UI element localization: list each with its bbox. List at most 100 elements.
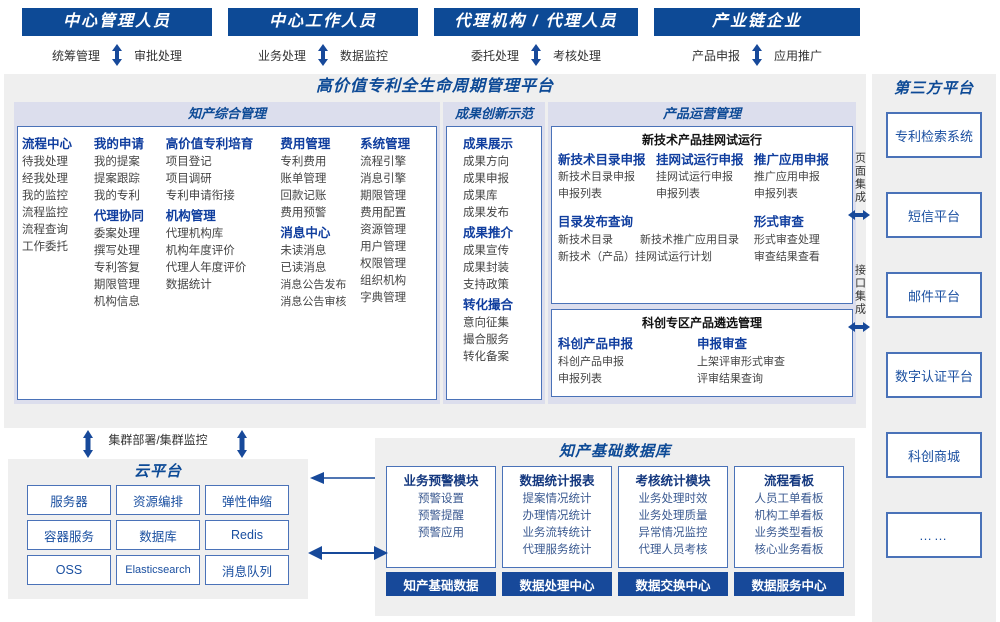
menu-group-header[interactable]: 高价值专利培育 [165,137,254,151]
third-party-item-digital-cert[interactable]: 数字认证平台 [886,352,982,398]
third-party-item-more[interactable]: …… [886,512,982,558]
menu-item[interactable]: 消息引擎 [360,173,407,185]
menu-item[interactable]: 代理机构库 [165,228,224,240]
menu-item[interactable]: 提案跟踪 [93,173,140,185]
kdb-item[interactable]: 异常情况监控 [638,527,708,539]
menu-group-header[interactable]: 流程中心 [22,137,73,151]
menu-item[interactable]: 资源管理 [360,224,407,236]
menu-group-header[interactable]: 转化撮合 [463,298,514,312]
menu-group-header[interactable]: 成果展示 [463,137,514,151]
menu-item[interactable]: 成果申报 [463,173,509,185]
cloud-cell-elasticsearch[interactable]: Elasticsearch [116,555,200,585]
menu-item[interactable]: 新技术目录申报 [558,171,635,183]
menu-group-header[interactable]: 推广应用申报 [753,153,829,167]
menu-item[interactable]: 账单管理 [280,173,327,185]
menu-item[interactable]: 意向征集 [463,317,509,329]
menu-item[interactable]: 撰写处理 [93,245,140,257]
menu-group-header[interactable]: 成果推介 [463,226,514,240]
menu-item[interactable]: 回款记账 [280,190,327,202]
kdb-item[interactable]: 代理人员考核 [638,544,708,556]
menu-item[interactable]: 成果宣传 [463,245,509,257]
kdb-item[interactable]: 预警应用 [418,527,464,539]
kdb-footer-data-exchange-center[interactable]: 数据交换中心 [618,572,728,596]
menu-group-header[interactable]: 申报审查 [697,337,748,351]
cloud-cell-oss[interactable]: OSS [27,555,111,585]
menu-item[interactable]: 机构年度评价 [165,245,235,257]
menu-group-header[interactable]: 机构管理 [165,209,216,223]
kdb-item[interactable]: 预警设置 [418,493,464,505]
kdb-item[interactable]: 机构工单看板 [754,510,824,522]
actor-center-manager[interactable]: 中心管理人员 统筹管理 审批处理 [22,8,212,70]
menu-item[interactable]: 申报列表 [558,188,602,200]
menu-item[interactable]: 成果方向 [463,156,509,168]
third-party-item-patent-search[interactable]: 专利检索系统 [886,112,982,158]
menu-item[interactable]: 新技术目录 [558,234,613,246]
cloud-cell-redis[interactable]: Redis [205,520,289,550]
menu-item[interactable]: 项目登记 [165,156,212,168]
menu-group-header[interactable]: 代理协同 [93,209,144,223]
menu-item[interactable]: 评审结果查询 [697,373,764,385]
kdb-footer-data-processing-center[interactable]: 数据处理中心 [502,572,612,596]
menu-item[interactable]: 我的专利 [93,190,140,202]
kdb-item[interactable]: 预警提醒 [418,510,464,522]
menu-item[interactable]: 未读消息 [280,245,327,257]
menu-item[interactable]: 已读消息 [280,262,327,274]
menu-item[interactable]: 我的提案 [93,156,140,168]
menu-item[interactable]: 流程引擎 [360,156,407,168]
menu-group-header[interactable]: 消息中心 [280,226,331,240]
menu-item[interactable]: 专利费用 [280,156,327,168]
menu-item[interactable]: 待我处理 [22,156,68,168]
menu-item[interactable]: 申报列表 [558,373,602,385]
menu-group-header[interactable]: 科创产品申报 [558,337,634,351]
menu-item[interactable]: 流程查询 [22,224,68,236]
menu-item[interactable]: 用户管理 [360,241,407,253]
menu-item[interactable]: 组织机构 [360,275,407,287]
menu-item[interactable]: 挂网试运行申报 [655,171,733,183]
cloud-cell-message-queue[interactable]: 消息队列 [205,555,289,585]
menu-item[interactable]: 专利申请衔接 [165,190,235,202]
menu-group-header[interactable]: 系统管理 [360,137,411,151]
menu-item[interactable]: 审查结果查看 [753,251,820,263]
kdb-item[interactable]: 业务处理质量 [638,510,708,522]
kdb-item[interactable]: 业务流转统计 [522,527,592,539]
kdb-footer-data-service-center[interactable]: 数据服务中心 [734,572,844,596]
menu-item[interactable]: 工作委托 [22,241,68,253]
menu-item[interactable]: 项目调研 [165,173,212,185]
kdb-item[interactable]: 业务类型看板 [754,527,824,539]
menu-item[interactable]: 转化备案 [463,351,509,363]
menu-item[interactable]: 费用配置 [360,207,407,219]
cloud-cell-server[interactable]: 服务器 [27,485,111,515]
cloud-cell-orchestration[interactable]: 资源编排 [116,485,200,515]
cloud-cell-container[interactable]: 容器服务 [27,520,111,550]
menu-item[interactable]: 新技术推广应用目录 [640,234,739,246]
menu-item[interactable]: 申报列表 [655,188,700,200]
menu-item[interactable]: 申报列表 [753,188,798,200]
menu-item[interactable]: 成果发布 [463,207,509,219]
kdb-item[interactable]: 业务处理时效 [638,493,708,505]
menu-group-header[interactable]: 挂网试运行申报 [655,153,744,167]
menu-item[interactable]: 委案处理 [93,228,140,240]
kdb-item[interactable]: 核心业务看板 [754,544,824,556]
menu-item[interactable]: 字典管理 [360,292,407,304]
menu-group-header[interactable]: 我的申请 [93,137,144,151]
menu-item[interactable]: 期限管理 [360,190,407,202]
menu-item[interactable]: 科创产品申报 [558,356,624,368]
actor-industry-enterprise[interactable]: 产业链企业 产品申报 应用推广 [654,8,860,70]
menu-item[interactable]: 成果库 [463,190,498,202]
menu-item[interactable]: 推广应用申报 [753,171,820,183]
menu-item[interactable]: 上架评审形式审查 [697,356,786,368]
menu-item[interactable]: 数据统计 [165,279,212,291]
actor-agency[interactable]: 代理机构 / 代理人员 委托处理 考核处理 [434,8,638,70]
kdb-item[interactable]: 人员工单看板 [754,493,824,505]
menu-item[interactable]: 撮合服务 [463,334,509,346]
cloud-cell-database[interactable]: 数据库 [116,520,200,550]
menu-group-header[interactable]: 费用管理 [280,137,331,151]
third-party-item-sci-mall[interactable]: 科创商城 [886,432,982,478]
menu-item[interactable]: 代理人年度评价 [165,262,247,274]
menu-item[interactable]: 机构信息 [93,296,140,308]
third-party-item-email[interactable]: 邮件平台 [886,272,982,318]
menu-item[interactable]: 新技术（产品）挂网试运行计划 [558,251,712,263]
menu-item[interactable]: 消息公告审核 [280,296,347,308]
kdb-item[interactable]: 提案情况统计 [522,493,592,505]
cloud-cell-autoscaling[interactable]: 弹性伸缩 [205,485,289,515]
